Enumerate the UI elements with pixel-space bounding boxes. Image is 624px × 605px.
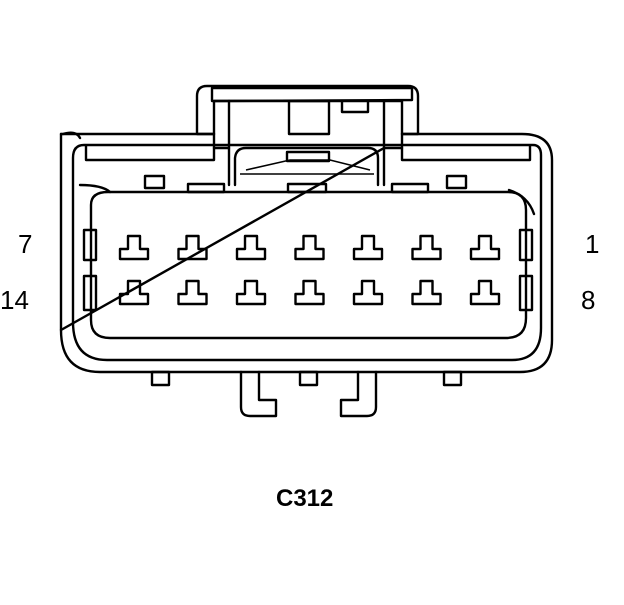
bottom-latches: [150, 370, 463, 418]
terminal-cavity: [177, 234, 208, 261]
mating-face: [78, 183, 536, 340]
terminal-cavity: [469, 234, 501, 261]
terminal-cavity: [294, 279, 325, 306]
connector-id-label: C312: [276, 485, 333, 512]
pin-label-bottom-left: 14: [0, 285, 29, 315]
terminal-cavity: [294, 234, 325, 261]
pin-label-bottom-right: 8: [581, 285, 595, 315]
locking-tab: [195, 84, 420, 187]
terminal-cavity: [469, 279, 501, 306]
terminal-cavity: [411, 234, 442, 261]
terminal-cavity: [352, 279, 384, 306]
terminal-cavity: [235, 279, 267, 306]
terminal-cavities: [118, 234, 501, 306]
terminal-cavity: [235, 234, 267, 261]
terminal-cavity: [411, 279, 442, 306]
terminal-cavity: [352, 234, 384, 261]
terminal-cavity: [118, 234, 150, 261]
pin-label-top-right: 1: [585, 229, 599, 259]
terminal-cavity: [118, 279, 150, 306]
terminal-cavity: [177, 279, 208, 306]
pin-label-top-left: 7: [18, 229, 32, 259]
connector-housing: [59, 131, 554, 374]
